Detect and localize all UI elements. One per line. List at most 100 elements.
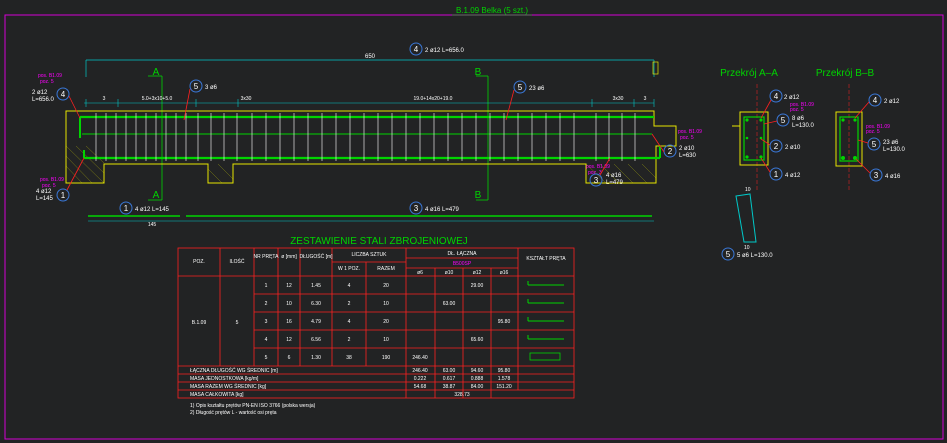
svg-text:poz. 5: poz. 5 [866,129,880,135]
cell-d12: 65.60 [471,337,484,343]
section-a-a: Przekrój A–A 4 2 ø12 pos. B1.09 poz. 5 5… [720,68,815,190]
svg-text:poz. 5: poz. 5 [680,135,694,141]
svg-text:1: 1 [774,170,779,179]
spacing-5: 3x30 [613,96,624,102]
right-low-label: pos. B1.09 poz. 3 3 4 ø16 L=479 [586,157,624,187]
svg-text:1: 1 [124,204,129,213]
note-1: 1) Opis kształtu prętów PN-EN ISO 3766 (… [190,403,316,409]
svg-text:pos. B1.09: pos. B1.09 [790,102,814,108]
stirrup-b-text: 23 ø6 [529,86,545,92]
sec-a-mid-text: 2 ø10 [785,145,801,151]
table-header: POZ. ILOŚĆ NR PRĘTA ø [mm] DŁUGOŚĆ [m] L… [193,251,566,276]
summary-label: ŁĄCZNA DŁUGOŚĆ WG ŚREDNIC [m] [190,366,278,374]
svg-text:pos. B1.09: pos. B1.09 [586,164,610,170]
svg-text:ø [mm]: ø [mm] [281,254,297,260]
right-bar-line2: L=630 [679,153,697,159]
spacing-4: 19.0+14x20+19.0 [414,96,453,102]
svg-text:KSZTAŁT PRĘTA: KSZTAŁT PRĘTA [526,256,566,262]
section-a-title: Przekrój A–A [720,68,778,79]
top-dim-value: 650 [365,54,376,60]
cell-nr: 3 [265,319,268,325]
right-bar-label: pos. B1.09 poz. 5 2 2 ø10 L=630 [651,129,702,159]
bar-shape-icon [527,317,564,322]
cell-fi: 12 [286,337,292,343]
bar-shape-icon [527,299,564,304]
svg-text:5: 5 [781,116,786,125]
svg-text:DŁUGOŚĆ [m]: DŁUGOŚĆ [m] [299,252,333,260]
cell-nr: 4 [265,337,268,343]
bottom-bar-3: 3 4 ø16 L=479 [186,201,652,217]
stirrup-a-text: 3 ø6 [205,85,218,91]
top-bar-text: 2 ø12 L=656.0 [425,48,465,54]
sec-b-stirrup-line2: L=130.0 [883,147,906,153]
left-lower-tag-1: pos. B1.09 [40,177,64,183]
sec-a-top-text: 2 ø12 [784,95,800,101]
cell-w1: 4 [348,283,351,289]
svg-text:5: 5 [194,82,199,91]
stirrup-detail-text: 5 ø6 L=130.0 [737,253,773,259]
right-low-line2: L=479 [606,180,624,186]
spacing-2: 5.0+3x10+5.0 [142,96,173,102]
left-lower-label: pos. B1.09 poz. 5 1 4 ø12 L=145 [36,157,85,202]
bottom-dim-value: 145 [148,222,157,228]
summary-d10: 38.87 [443,384,456,390]
table-summary: ŁĄCZNA DŁUGOŚĆ WG ŚREDNIC [m] 246.40 63.00… [190,366,512,398]
longitudinal-rebars [79,115,661,160]
svg-text:POZ.: POZ. [193,259,205,265]
cell-nr: 5 [265,355,268,361]
svg-text:5: 5 [518,83,523,92]
right-bar-line1: 2 ø10 [679,146,695,152]
right-low-line1: 4 ø16 [606,173,622,179]
summary-d16: 95.80 [498,368,511,374]
sec-b-top-text: 2 ø12 [884,99,900,105]
left-lower-line2: L=145 [36,196,54,202]
rebar-schedule-table: ZESTAWIENIE STALI ZBROJENIOWEJ [177,236,575,416]
svg-text:3: 3 [414,204,419,213]
left-bar-label: pos. B1.09 poz. 5 4 2 ø12 L=656.0 [32,73,81,119]
svg-text:ILOŚĆ: ILOŚĆ [229,257,244,265]
svg-text:DŁ. ŁĄCZNA: DŁ. ŁĄCZNA [448,251,478,257]
summary-d10: 63.00 [443,368,456,374]
bottom-bar-3-text: 4 ø16 L=479 [425,207,460,213]
summary-d10: 0.617 [443,376,456,382]
cell-d6: 246.40 [412,355,428,361]
svg-text:2: 2 [668,147,673,156]
summary-label: MASA RAZEM WG ŚREDNIC [kg] [190,382,267,390]
svg-text:10: 10 [744,245,750,251]
cell-w1: 38 [346,355,352,361]
svg-text:ø10: ø10 [445,270,454,276]
cell-d16: 95.80 [498,319,511,325]
cell-dl: 4.79 [311,319,321,325]
summary-label: MASA CAŁKOWITA [kg] [190,392,244,398]
sec-a-stirrup-line2: L=130.0 [792,123,815,129]
summary-d12: 0.888 [471,376,484,382]
beam-outline [65,110,677,184]
sec-a-stirrup-line1: 8 ø6 [792,116,805,122]
svg-text:4: 4 [774,92,779,101]
table-grid [177,247,575,399]
svg-text:pos. B1.09: pos. B1.09 [866,124,890,130]
cell-fi: 12 [286,283,292,289]
left-lower-num: 1 [61,191,66,200]
summary-total: 328.73 [454,392,470,398]
svg-text:poz. 5: poz. 5 [790,107,804,113]
beam-elevation: 650 4 2 ø12 L=656.0 A A B B [32,42,702,228]
drawing-title: B.1.09 Belka (5 szt.) [456,6,528,15]
svg-text:LICZBA SZTUK: LICZBA SZTUK [351,252,387,258]
summary-d6: 0.222 [414,376,427,382]
cell-fi: 16 [286,319,292,325]
left-bar-line2: L=656.0 [32,97,55,103]
poz-value: B.1.09 [192,320,207,326]
section-b-title: Przekrój B–B [816,68,875,79]
section-mark-a-bottom: A [153,190,160,201]
support-hatch [65,145,657,184]
cell-w1: 2 [348,337,351,343]
section-cut-marks [148,75,489,201]
spacing-3: 3x30 [241,96,252,102]
summary-d6: 246.40 [412,368,428,374]
svg-text:pos. B1.09: pos. B1.09 [678,129,702,135]
cell-razem: 10 [383,301,389,307]
